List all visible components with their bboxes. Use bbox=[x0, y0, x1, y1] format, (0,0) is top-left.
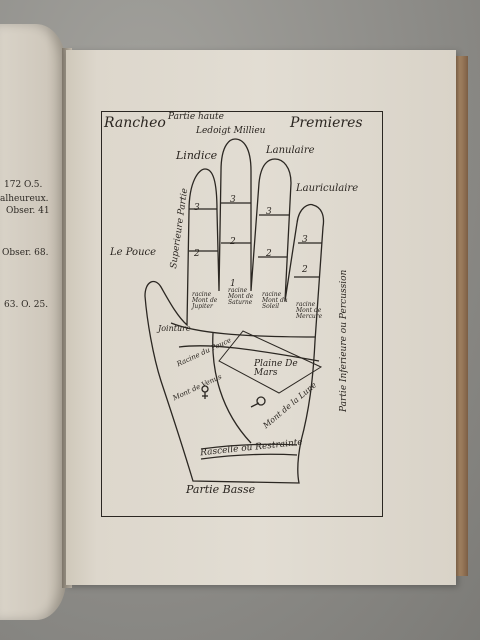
hand-diagram bbox=[144, 138, 325, 484]
title-top: Partie haute bbox=[168, 112, 224, 122]
phalanx-number: 3 bbox=[230, 195, 236, 205]
phalanx-number: 2 bbox=[230, 237, 236, 247]
title-right: Premieres bbox=[290, 115, 363, 131]
mount-label: racine Mont du Soleil bbox=[262, 291, 288, 310]
label-inferior-part: Partie Inferieure ou Percussion bbox=[339, 269, 349, 412]
phalanx-number: 3 bbox=[302, 235, 308, 245]
label-index-finger: Lindice bbox=[176, 149, 218, 162]
title-left: Rancheo bbox=[104, 115, 166, 131]
label-bottom-part: Partie Basse bbox=[186, 483, 256, 496]
phalanx-number: 1 bbox=[230, 279, 236, 289]
label-joint: Jointure bbox=[158, 324, 191, 333]
page-edge bbox=[454, 56, 468, 576]
mount-label: racine Mont de Jupiter bbox=[192, 291, 218, 310]
mount-label: racine Mont de Saturne bbox=[228, 287, 254, 306]
left-page: 172 O.5. alheureux. Obser. 41 Obser. 68.… bbox=[0, 24, 66, 620]
phalanx-number: 3 bbox=[194, 203, 200, 213]
phalanx-number: 3 bbox=[266, 207, 272, 217]
phalanx-number: 2 bbox=[302, 265, 308, 275]
label-middle-finger: Ledoigt Millieu bbox=[196, 126, 266, 136]
label-annular-finger: Lanulaire bbox=[266, 145, 315, 156]
hand-outline bbox=[144, 138, 325, 484]
phalanx-number: 2 bbox=[266, 249, 272, 259]
left-page-line: alheureux. bbox=[0, 194, 49, 204]
phalanx-number: 2 bbox=[194, 249, 200, 259]
left-page-line: 63. O. 25. bbox=[4, 300, 49, 310]
right-page bbox=[66, 50, 456, 585]
mount-label: racine Mont de Mercure bbox=[296, 301, 323, 320]
left-page-line: Obser. 68. bbox=[2, 248, 49, 258]
engraving-frame bbox=[101, 111, 383, 517]
label-auricular-finger: Lauriculaire bbox=[296, 183, 359, 194]
label-plain-of-mars: Plaine De Mars bbox=[254, 359, 298, 378]
left-page-line: 172 O.5. bbox=[4, 180, 43, 190]
left-page-line: Obser. 41 bbox=[6, 206, 50, 216]
label-thumb: Le Pouce bbox=[110, 247, 157, 258]
